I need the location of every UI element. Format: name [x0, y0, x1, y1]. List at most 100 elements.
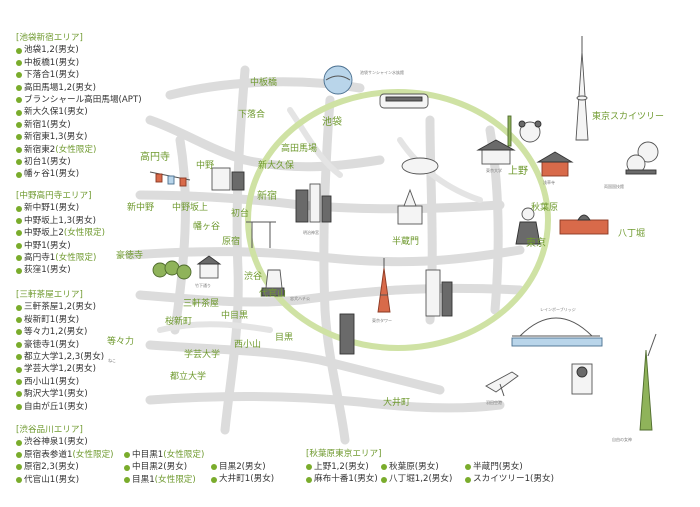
- legend-item[interactable]: 駒沢大学1(男女): [16, 388, 104, 400]
- legend-item[interactable]: 中目黒1(女性限定): [124, 449, 204, 461]
- aquarium-icon: [323, 65, 353, 95]
- legend-item[interactable]: 下落合1(男女): [16, 69, 142, 81]
- legend-item[interactable]: 高円寺1(女性限定): [16, 252, 105, 264]
- station-hanzomon[interactable]: 半蔵門: [392, 237, 420, 247]
- tree-icon: [152, 260, 192, 280]
- caption-meiji: 明治神宮: [303, 230, 319, 235]
- station-tokyo[interactable]: 東京: [526, 238, 546, 249]
- station-meguro[interactable]: 目黒: [275, 333, 294, 343]
- legend-item[interactable]: 原宿2,3(男女): [16, 461, 114, 473]
- legend-item[interactable]: 渋谷神泉1(男女): [16, 436, 114, 448]
- legend-item[interactable]: 大井町1(男女): [211, 473, 274, 485]
- legend-header: [三軒茶屋エリア]: [16, 290, 83, 300]
- station-shinnakano[interactable]: 新中野: [127, 203, 155, 213]
- legend-item[interactable]: 中板橋1(男女): [16, 57, 142, 69]
- legend-item[interactable]: スカイツリー1(男女): [465, 473, 554, 485]
- station-shimoochiai[interactable]: 下落合: [238, 110, 266, 120]
- legend-item[interactable]: 都立大学1,2,3(男女): [16, 351, 104, 363]
- station-toritsudaigaku[interactable]: 都立大学: [170, 372, 207, 382]
- odaiba-building-icon: [571, 363, 593, 395]
- legend-item[interactable]: 原宿表参道1(女性限定): [16, 449, 114, 461]
- station-ikebukuro[interactable]: 池袋: [322, 117, 342, 128]
- legend-item[interactable]: 中目黒2(男女): [124, 461, 204, 473]
- legend-item[interactable]: 西小山1(男女): [16, 376, 104, 388]
- station-shinjuku[interactable]: 新宿: [257, 191, 277, 202]
- legend-item[interactable]: 荻窪1(男女): [16, 264, 105, 276]
- station-daikanyama[interactable]: 代官山: [259, 289, 287, 299]
- legend-akihabara-col1: 上野1,2(男女)麻布十番1(男女): [306, 461, 378, 486]
- station-ueno[interactable]: 上野: [508, 166, 528, 177]
- bullet-icon: [16, 391, 22, 398]
- legend-item[interactable]: 八丁堀1,2(男女): [381, 473, 452, 485]
- legend-item[interactable]: 秋葉原(男女): [381, 461, 452, 473]
- station-sangenjaya[interactable]: 三軒茶屋: [183, 299, 220, 309]
- legend-item[interactable]: 桜新町1(男女): [16, 314, 104, 326]
- bullet-icon: [16, 439, 22, 446]
- station-gotokuji[interactable]: 豪徳寺: [116, 251, 144, 261]
- torii-icon: [246, 221, 276, 248]
- station-hatsudai[interactable]: 初台: [231, 209, 250, 219]
- legend-item-name: 代官山1(男女): [24, 474, 80, 485]
- station-nakaitabashi[interactable]: 中板橋: [250, 78, 278, 88]
- legend-list: 三軒茶屋1,2(男女)桜新町1(男女)等々力1,2(男女)豪徳寺1(男女)都立大…: [16, 301, 104, 413]
- legend-item-note: (女性限定): [154, 474, 196, 485]
- station-sakurashinmachi[interactable]: 桜新町: [165, 317, 193, 327]
- legend-item[interactable]: 中野1(男女): [16, 240, 105, 252]
- legend-item[interactable]: 新宿東2(女性限定): [16, 144, 142, 156]
- legend-item[interactable]: 半蔵門(男女): [465, 461, 554, 473]
- station-skytree[interactable]: 東京スカイツリー: [592, 112, 665, 122]
- legend-item[interactable]: 学芸大学1,2(男女): [16, 363, 104, 375]
- legend-item[interactable]: 上野1,2(男女): [306, 461, 378, 473]
- legend-item-name: 下落合1(男女): [24, 70, 80, 81]
- bullet-icon: [16, 171, 22, 178]
- legend-item-name: 新大久保1(男女): [24, 107, 88, 118]
- bullet-icon: [211, 476, 217, 483]
- legend-item[interactable]: 新宿1(男女): [16, 119, 142, 131]
- legend-meguro-col2: 目黒2(男女)大井町1(男女): [211, 461, 274, 486]
- station-hatagaya[interactable]: 幡ヶ谷: [193, 222, 221, 232]
- bullet-icon: [16, 329, 22, 336]
- bullet-icon: [16, 255, 22, 262]
- station-akihabara[interactable]: 秋葉原: [531, 203, 559, 213]
- legend-item[interactable]: 等々力1,2(男女): [16, 326, 104, 338]
- legend-shibuya: [渋谷品川エリア] 渋谷神泉1(男女)原宿表参道1(女性限定)原宿2,3(男女)…: [16, 424, 114, 486]
- station-takadanobaba[interactable]: 高田馬場: [281, 144, 318, 154]
- legend-item[interactable]: 幡ヶ谷1(男女): [16, 168, 142, 180]
- station-koenji[interactable]: 高円寺: [140, 152, 170, 163]
- station-shibuya[interactable]: 渋谷: [244, 272, 263, 282]
- station-harajuku[interactable]: 原宿: [222, 237, 241, 247]
- legend-item-name: 八丁堀1,2(男女): [389, 474, 453, 485]
- legend-header: [渋谷品川エリア]: [16, 425, 83, 435]
- legend-item[interactable]: 自由が丘1(男女): [16, 401, 104, 413]
- station-nakameguro[interactable]: 中目黒: [221, 311, 249, 321]
- legend-item[interactable]: ブランシャール高田馬場(APT): [16, 94, 142, 106]
- legend-item[interactable]: 麻布十番1(男女): [306, 473, 378, 485]
- legend-item-name: 初台1(男女): [24, 157, 71, 168]
- legend-item[interactable]: 新中野1(男女): [16, 202, 105, 214]
- legend-item[interactable]: 三軒茶屋1,2(男女): [16, 301, 104, 313]
- legend-list: 中目黒1(女性限定)中目黒2(男女)目黒1(女性限定): [124, 449, 204, 486]
- legend-item[interactable]: 高田馬場1,2(男女): [16, 82, 142, 94]
- legend-item[interactable]: 新宿東1,3(男女): [16, 131, 142, 143]
- station-nakano[interactable]: 中野: [196, 161, 215, 171]
- legend-item[interactable]: 目黒2(男女): [211, 461, 274, 473]
- station-shinokubo[interactable]: 新大久保: [258, 161, 295, 171]
- legend-item[interactable]: 中野坂上1,3(男女): [16, 215, 105, 227]
- legend-item-name: 荻窪1(男女): [24, 265, 71, 276]
- legend-item[interactable]: 新大久保1(男女): [16, 106, 142, 118]
- station-hatchobori[interactable]: 八丁堀: [618, 229, 646, 239]
- station-nakanosakaue[interactable]: 中野坂上: [172, 203, 209, 213]
- legend-item[interactable]: 池袋1,2(男女): [16, 44, 142, 56]
- legend-item[interactable]: 代官山1(男女): [16, 474, 114, 486]
- legend-item[interactable]: 中野坂上2(女性限定): [16, 227, 105, 239]
- legend-item[interactable]: 豪徳寺1(男女): [16, 339, 104, 351]
- station-nishikoyama[interactable]: 西小山: [234, 340, 262, 350]
- legend-item-note: (女性限定): [63, 228, 105, 239]
- legend-item[interactable]: 初台1(男女): [16, 156, 142, 168]
- station-oimachi[interactable]: 大井町: [383, 398, 411, 408]
- bullet-icon: [124, 464, 130, 471]
- station-gakugeidaigaku[interactable]: 学芸大学: [184, 350, 221, 360]
- station-todoroki[interactable]: 等々力: [107, 337, 135, 347]
- legend-item[interactable]: 目黒1(女性限定): [124, 474, 204, 486]
- train-icon: [379, 93, 429, 109]
